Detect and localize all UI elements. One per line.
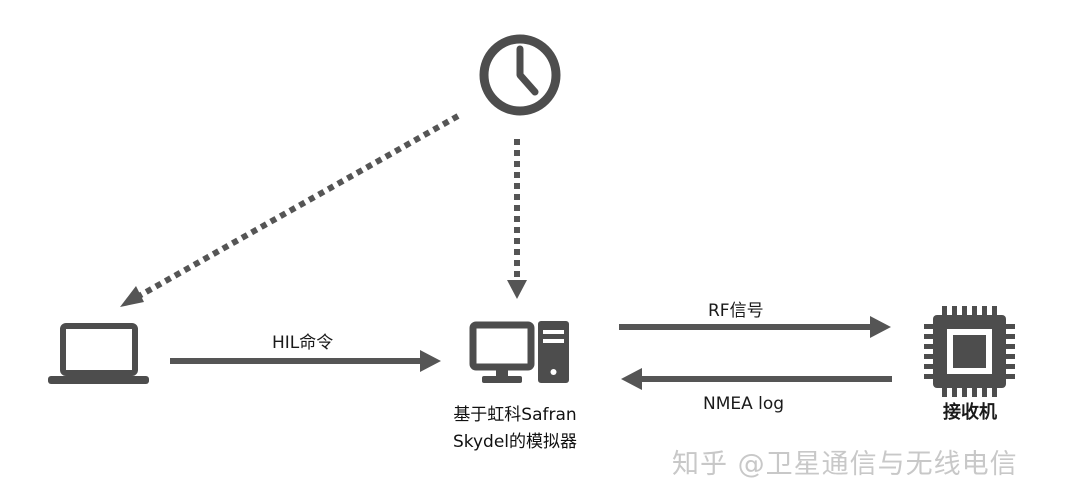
chip-pin	[942, 388, 947, 397]
chip-pin	[942, 306, 947, 315]
chip-pin	[1006, 374, 1015, 379]
chip-pin	[952, 388, 957, 397]
chip-pin	[1006, 344, 1015, 349]
chip-pin	[992, 306, 997, 315]
chip-pin	[1006, 364, 1015, 369]
receiver-label: 接收机	[943, 402, 997, 423]
chip-pin	[1006, 334, 1015, 339]
edge-label-rf: RF信号	[708, 301, 764, 321]
edge-label-hil: HIL命令	[272, 333, 334, 353]
chip-pin	[924, 334, 933, 339]
laptop-icon	[48, 323, 149, 384]
arrow-hil	[170, 350, 441, 372]
chip-pin	[1006, 354, 1015, 359]
simulator-label-line1: 基于虹科Safran	[453, 405, 577, 425]
chip-pin	[952, 306, 957, 315]
chip-pin	[972, 306, 977, 315]
simulator-label-line2: Skydel的模拟器	[452, 432, 578, 452]
desktop-computer-icon	[469, 321, 569, 383]
chip-pin	[924, 374, 933, 379]
chip-pin	[962, 306, 967, 315]
chip-pin	[1006, 324, 1015, 329]
chip-pin	[924, 354, 933, 359]
chip-pin	[972, 388, 977, 397]
edge-label-nmea: NMEA log	[703, 394, 785, 414]
chip-pin	[982, 306, 987, 315]
watermark: 知乎 @卫星通信与无线电信	[672, 449, 1018, 480]
dotted-arrow-clock-to-laptop	[120, 113, 460, 307]
chip-pin	[982, 388, 987, 397]
chip-pin	[962, 388, 967, 397]
dotted-arrow-clock-to-simulator	[507, 139, 527, 299]
chip-pin	[924, 364, 933, 369]
arrow-nmea	[621, 368, 892, 390]
chip-pin	[924, 324, 933, 329]
chip-pin	[924, 344, 933, 349]
chip-icon	[924, 306, 1015, 397]
clock-icon	[479, 34, 561, 116]
simulator-label: 基于虹科Safran Skydel的模拟器	[430, 400, 600, 452]
chip-pin	[992, 388, 997, 397]
arrow-rf	[619, 316, 891, 338]
